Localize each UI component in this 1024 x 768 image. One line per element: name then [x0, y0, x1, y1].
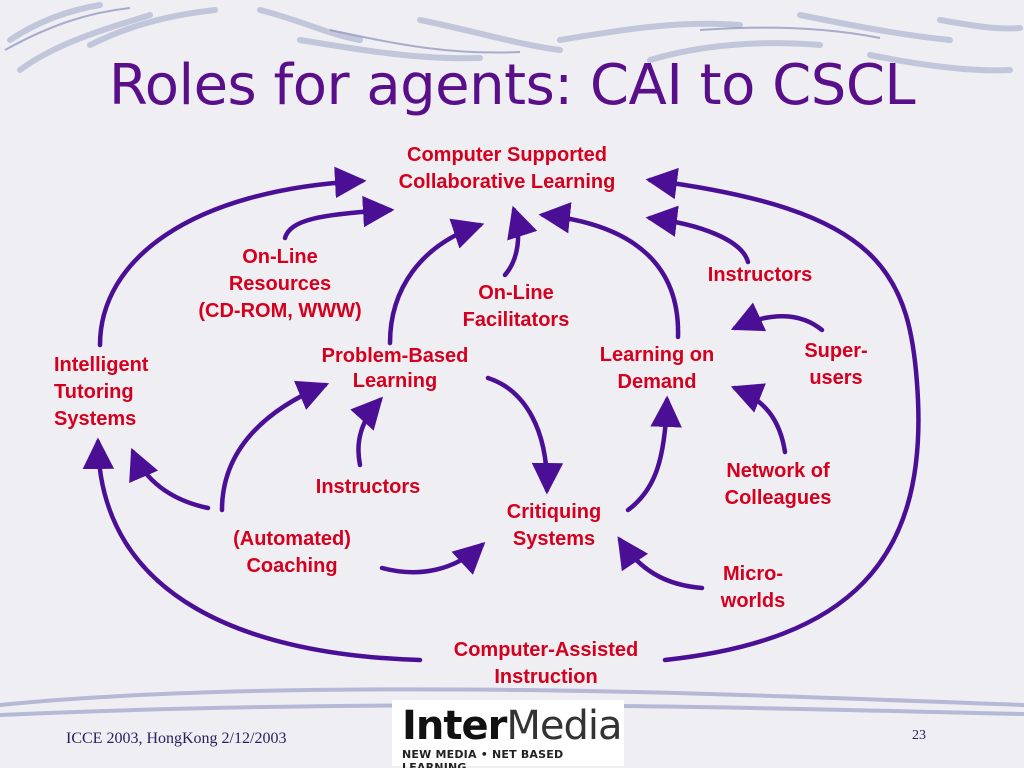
node-intelligent-tutoring-line3: Systems	[54, 408, 137, 430]
node-critiquing-line1: Critiquing	[506, 501, 602, 523]
node-network-colleagues-line2: Colleagues	[724, 487, 832, 509]
logo-word-part1: Inter	[402, 703, 507, 749]
node-intelligent-tutoring-line1: Intelligent	[54, 354, 149, 376]
arrow-cai-to-its	[82, 437, 423, 663]
node-critiquing: Critiquing Systems	[484, 499, 624, 553]
node-microworlds: Micro- worlds	[698, 561, 808, 615]
arrow-coaching-to-pbl	[219, 380, 330, 513]
logo-tagline: NEW MEDIA • NET BASED LEARNING	[402, 748, 564, 768]
arrow-resources-to-cscl	[282, 195, 395, 241]
logo-word-part2: Media	[506, 703, 622, 749]
node-superusers-line2: users	[809, 367, 863, 389]
node-problem-based-line2: Learning	[352, 370, 438, 392]
arrow-its-to-cscl	[97, 166, 367, 348]
node-problem-based-line1: Problem-Based	[321, 345, 469, 367]
node-cscl-line2: Collaborative Learning	[398, 171, 616, 193]
node-online-facilitators: On-Line Facilitators	[432, 280, 600, 334]
node-coaching: (Automated) Coaching	[206, 526, 378, 580]
node-cscl-line1: Computer Supported	[407, 144, 607, 166]
arrow-lod-to-cscl	[538, 202, 681, 340]
node-instructors-top-line1: Instructors	[707, 264, 813, 286]
node-critiquing-line2: Systems	[512, 528, 596, 550]
node-online-facilitators-line2: Facilitators	[462, 309, 570, 331]
node-network-colleagues-line1: Network of	[726, 460, 830, 482]
node-superusers: Super- users	[780, 338, 892, 392]
slide-title: Roles for agents: CAI to CSCL	[108, 53, 916, 118]
node-problem-based: Problem-Based Learning	[295, 344, 495, 394]
node-cscl: Computer Supported Collaborative Learnin…	[362, 142, 652, 196]
arrow-microworlds-to-critiquing	[617, 536, 705, 591]
node-learning-on-demand-line2: Demand	[617, 371, 697, 393]
node-online-resources-line1: On-Line	[242, 246, 318, 268]
node-learning-on-demand: Learning on Demand	[573, 342, 741, 396]
node-cai: Computer-Assisted Instruction	[416, 637, 676, 691]
arrow-coaching-to-critiquing	[379, 541, 486, 575]
arrow-network-to-lod	[730, 383, 788, 455]
arrow-coaching-to-its	[129, 447, 211, 511]
arrow-critiquing-to-lod	[625, 395, 682, 513]
node-cai-line2: Instruction	[494, 666, 598, 688]
arrow-instructors-to-pbl	[350, 396, 384, 468]
arrow-pbl-to-critiquing	[485, 375, 564, 495]
node-coaching-line1: (Automated)	[233, 528, 351, 550]
node-intelligent-tutoring: Intelligent Tutoring Systems	[54, 352, 194, 433]
node-online-resources: On-Line Resources (CD-ROM, WWW)	[160, 244, 400, 325]
arrow-superusers-to-lod	[730, 302, 825, 333]
footer-text: ICCE 2003, HongKong 2/12/2003	[66, 730, 287, 747]
node-microworlds-line2: worlds	[720, 590, 786, 612]
node-online-facilitators-line1: On-Line	[478, 282, 554, 304]
logo-wordmark: InterMedia	[402, 702, 622, 750]
node-intelligent-tutoring-line2: Tutoring	[54, 381, 134, 403]
intermedia-logo: InterMedia NEW MEDIA • NET BASED LEARNIN…	[392, 700, 624, 768]
node-online-resources-line3: (CD-ROM, WWW)	[198, 300, 362, 322]
arrow-instructors-to-cscl	[645, 205, 751, 265]
node-instructors-top: Instructors	[688, 262, 832, 289]
node-superusers-line1: Super-	[804, 340, 868, 362]
arrow-pbl-to-cscl	[387, 218, 485, 346]
node-microworlds-line1: Micro-	[723, 563, 783, 585]
arrow-cai-to-cscl	[645, 167, 921, 663]
node-coaching-line2: Coaching	[246, 555, 338, 577]
node-network-colleagues: Network of Colleagues	[700, 458, 856, 512]
node-instructors-mid-line1: Instructors	[315, 476, 421, 498]
arrow-facilitators-to-cscl	[502, 205, 538, 278]
node-learning-on-demand-line1: Learning on	[599, 344, 715, 366]
node-online-resources-line2: Resources	[228, 273, 332, 295]
page-number: 23	[912, 728, 926, 743]
node-instructors-mid: Instructors	[296, 474, 440, 501]
node-cai-line1: Computer-Assisted	[453, 639, 639, 661]
